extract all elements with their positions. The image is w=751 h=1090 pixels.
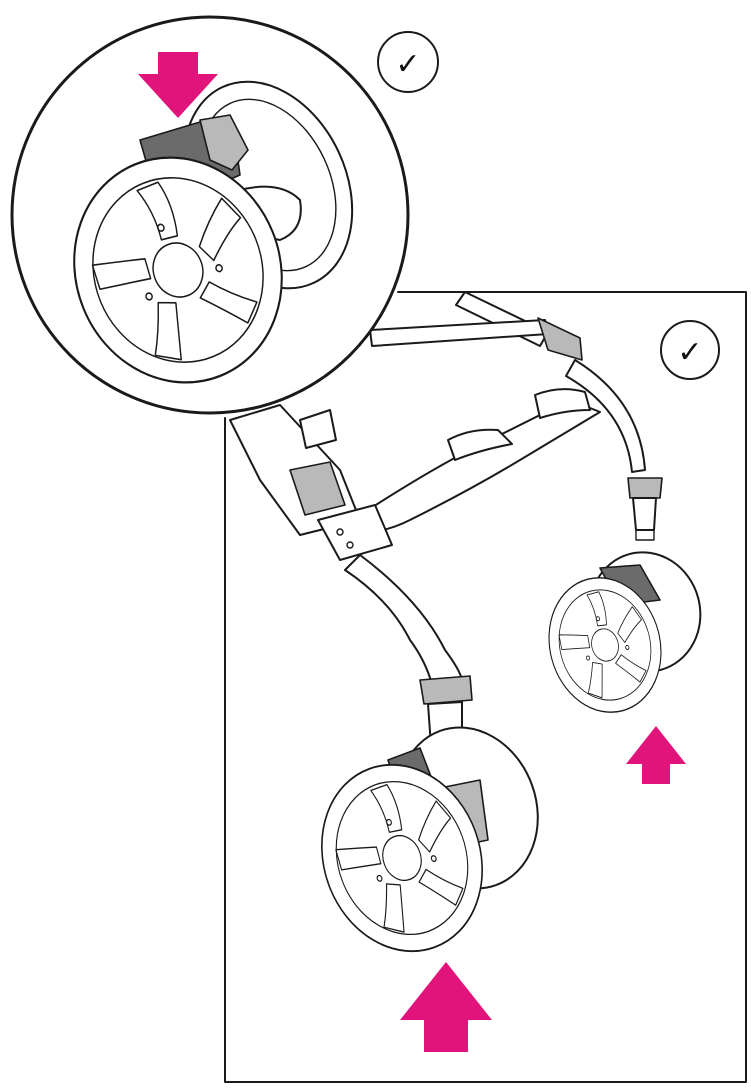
arrow-up-small bbox=[626, 726, 686, 784]
check-mark-badge-zoom: ✓ bbox=[377, 31, 439, 93]
arrow-up-large bbox=[400, 962, 492, 1052]
front-wheel-large bbox=[295, 726, 539, 975]
check-mark-badge: ✓ bbox=[660, 320, 720, 380]
arrow-down bbox=[138, 52, 218, 118]
front-wheel-small bbox=[533, 551, 702, 726]
stroller-panel: ✓ bbox=[224, 291, 747, 1083]
zoom-detail: ✓ bbox=[10, 15, 439, 415]
stroller-frame bbox=[229, 291, 663, 771]
check-mark-label-zoom: ✓ bbox=[395, 47, 420, 82]
check-mark-label: ✓ bbox=[677, 335, 702, 370]
